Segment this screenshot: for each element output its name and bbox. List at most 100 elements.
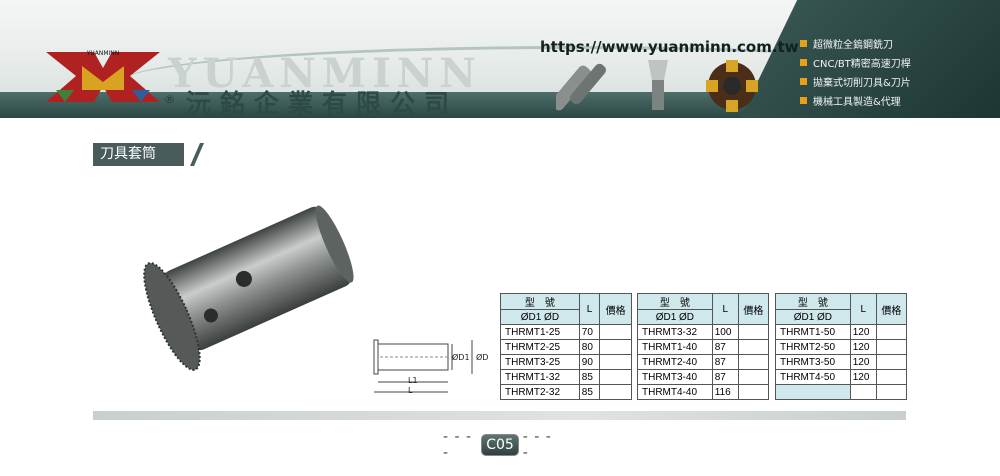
model-cell: THRMT4-40 bbox=[637, 384, 713, 400]
dimension-diagram bbox=[373, 339, 473, 393]
model-cell: THRMT2-50 bbox=[775, 339, 851, 355]
logo-text: YUANMINN bbox=[86, 50, 120, 57]
model-cell: THRMT2-32 bbox=[500, 384, 580, 400]
header-model: 型 號 bbox=[775, 293, 851, 310]
brand-watermark: YUANMINN bbox=[168, 50, 482, 97]
price-cell bbox=[875, 354, 908, 370]
length-cell: 120 bbox=[849, 324, 877, 340]
length-cell bbox=[849, 384, 877, 400]
length-cell: 100 bbox=[711, 324, 739, 340]
header-diameter: ØD1 ØD bbox=[637, 309, 713, 325]
sleeve-end bbox=[315, 205, 354, 283]
price-cell bbox=[875, 339, 908, 355]
website-url[interactable]: https://www.yuanminn.com.tw bbox=[540, 38, 799, 56]
feature-text: CNC/BT精密高速刀桿 bbox=[813, 59, 911, 70]
model-cell: THRMT3-40 bbox=[637, 369, 713, 385]
tool-product-images bbox=[556, 60, 758, 112]
price-cell bbox=[599, 339, 632, 355]
tool-sleeve-photo bbox=[143, 205, 354, 371]
model-cell: THRMT3-50 bbox=[775, 354, 851, 370]
logo-green-triangle bbox=[56, 90, 74, 102]
length-cell: 90 bbox=[578, 354, 601, 370]
price-cell bbox=[875, 369, 908, 385]
knurled-flange bbox=[143, 262, 201, 371]
model-cell: THRMT1-40 bbox=[637, 339, 713, 355]
price-cell bbox=[875, 384, 908, 400]
bullet-square-icon bbox=[800, 78, 807, 85]
feature-text: 機械工具製造&代理 bbox=[813, 97, 901, 108]
bullet-square-icon bbox=[800, 59, 807, 66]
diagram-label-l: L bbox=[408, 386, 413, 395]
page-number: - - - - C05 - - - - bbox=[443, 428, 557, 462]
length-cell: 80 bbox=[578, 339, 601, 355]
footer-divider bbox=[93, 411, 906, 420]
section-title: 刀具套筒 bbox=[93, 143, 184, 166]
face-mill-image bbox=[706, 60, 758, 112]
length-cell: 87 bbox=[711, 354, 739, 370]
logo-blue-triangle bbox=[132, 90, 150, 102]
length-cell: 87 bbox=[711, 369, 739, 385]
feature-item: 機械工具製造&代理 bbox=[800, 91, 911, 110]
set-screw bbox=[203, 308, 218, 323]
header-price: 價格 bbox=[599, 293, 632, 325]
feature-item: CNC/BT精密高速刀桿 bbox=[800, 53, 911, 72]
price-cell bbox=[737, 384, 770, 400]
bullet-square-icon bbox=[800, 97, 807, 104]
header-diameter: ØD1 ØD bbox=[775, 309, 851, 325]
header-length: L bbox=[849, 293, 877, 325]
price-cell bbox=[737, 324, 770, 340]
diagram-label-d1: ØD1 bbox=[452, 353, 470, 362]
model-cell: THRMT1-32 bbox=[500, 369, 580, 385]
model-cell: THRMT3-32 bbox=[637, 324, 713, 340]
length-cell: 120 bbox=[849, 354, 877, 370]
feature-item: 超微粒全鎢鋼銑刀 bbox=[800, 34, 911, 53]
model-cell: THRMT2-25 bbox=[500, 339, 580, 355]
diagram-label-l1: L1 bbox=[408, 376, 418, 385]
price-cell bbox=[599, 324, 632, 340]
feature-text: 超微粒全鎢鋼銑刀 bbox=[813, 40, 893, 51]
logo-gold-shape bbox=[82, 66, 124, 90]
header-diameter: ØD1 ØD bbox=[500, 309, 580, 325]
slash-decoration-icon bbox=[190, 143, 204, 166]
company-name: 沅銘企業有限公司 bbox=[186, 89, 459, 118]
set-screw bbox=[235, 270, 252, 287]
header-length: L bbox=[578, 293, 601, 325]
model-cell: THRMT3-25 bbox=[500, 354, 580, 370]
length-cell: 120 bbox=[849, 339, 877, 355]
length-cell: 120 bbox=[849, 369, 877, 385]
header-banner: YUANMINN ® YUANMINN 沅銘企業有限公司 https://www… bbox=[0, 0, 1000, 118]
model-cell: THRMT4-50 bbox=[775, 369, 851, 385]
length-cell: 85 bbox=[578, 369, 601, 385]
header-price: 價格 bbox=[737, 293, 770, 325]
header-price: 價格 bbox=[875, 293, 908, 325]
registered-mark: ® bbox=[164, 93, 175, 106]
bullet-square-icon bbox=[800, 40, 807, 47]
length-cell: 70 bbox=[578, 324, 601, 340]
length-cell: 116 bbox=[711, 384, 739, 400]
price-cell bbox=[599, 354, 632, 370]
table-row bbox=[775, 384, 908, 400]
feature-text: 拋棄式切削刀具&刀片 bbox=[813, 78, 911, 89]
price-cell bbox=[599, 384, 632, 400]
price-cell bbox=[599, 369, 632, 385]
feature-list: 超微粒全鎢鋼銑刀 CNC/BT精密高速刀桿 拋棄式切削刀具&刀片 機械工具製造&… bbox=[800, 34, 911, 110]
page-label: C05 bbox=[481, 434, 519, 456]
header-model: 型 號 bbox=[637, 293, 713, 310]
feature-item: 拋棄式切削刀具&刀片 bbox=[800, 72, 911, 91]
section-header: 刀具套筒 bbox=[93, 143, 208, 166]
tool-holder-image bbox=[648, 60, 668, 110]
